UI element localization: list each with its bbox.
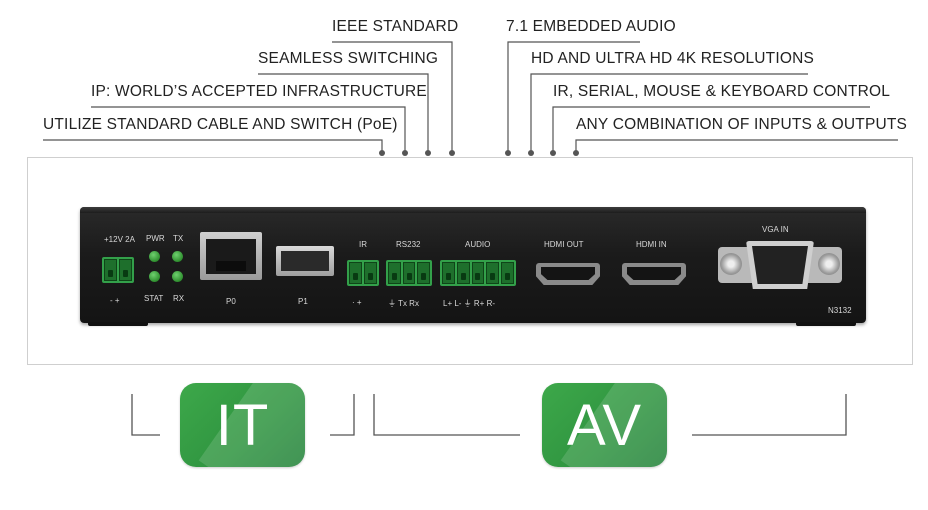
rj45-port-icon — [200, 232, 262, 280]
device-foot-left — [88, 322, 148, 326]
device-foot-right — [796, 322, 856, 326]
model-number: N3132 — [828, 306, 852, 315]
rs232-terminal — [386, 260, 432, 286]
hdmi-out-label: HDMI OUT — [544, 240, 584, 249]
sfp-port-icon — [276, 246, 334, 276]
device-top-rim — [80, 207, 866, 213]
callout-ieee-standard: IEEE STANDARD — [332, 18, 459, 35]
hdmi-out-port-icon — [536, 263, 600, 285]
av-badge-label: AV — [566, 392, 643, 458]
stat-led-icon — [149, 271, 160, 282]
it-badge: IT — [180, 383, 305, 467]
p1-label: P1 — [298, 297, 308, 306]
rx-label: RX — [173, 294, 185, 303]
power-label: +12V 2A — [104, 235, 135, 244]
hdmi-in-port-icon — [622, 263, 686, 285]
power-pin-labels: - + — [110, 296, 120, 305]
callout-seamless-switching: SEAMLESS SWITCHING — [258, 50, 439, 67]
it-badge-label: IT — [215, 392, 270, 458]
ir-terminal — [347, 260, 379, 286]
p0-label: P0 — [226, 297, 236, 306]
tx-label: TX — [173, 234, 184, 243]
rx-led-icon — [172, 271, 183, 282]
rs232-label: RS232 — [396, 240, 421, 249]
callout-ip-infrastructure: IP: WORLD’S ACCEPTED INFRASTRUCTURE — [91, 83, 427, 100]
grouping-brackets — [131, 394, 847, 436]
ir-label: IR — [359, 240, 367, 249]
pwr-led-icon — [149, 251, 160, 262]
pwr-label: PWR — [146, 234, 165, 243]
callout-control: IR, SERIAL, MOUSE & KEYBOARD CONTROL — [553, 83, 891, 100]
callout-71-embedded-audio: 7.1 EMBEDDED AUDIO — [506, 18, 676, 35]
callout-utilize-standard-cable: UTILIZE STANDARD CABLE AND SWITCH (PoE) — [43, 116, 398, 133]
audio-terminal — [440, 260, 516, 286]
callout-leader-lines — [43, 41, 898, 156]
audio-pin-labels: L+ L- ⏚ R+ R- — [443, 299, 496, 308]
callout-any-combination: ANY COMBINATION OF INPUTS & OUTPUTS — [576, 116, 908, 133]
vga-port-icon — [718, 237, 842, 295]
ir-pin-labels: · + — [352, 298, 362, 307]
vga-in-label: VGA IN — [762, 225, 789, 234]
power-terminal — [102, 257, 134, 283]
tx-led-icon — [172, 251, 183, 262]
callout-hd-4k-resolutions: HD AND ULTRA HD 4K RESOLUTIONS — [531, 50, 815, 67]
audio-label: AUDIO — [465, 240, 491, 249]
rs232-pin-labels: ⏚ Tx Rx — [388, 299, 419, 308]
stat-label: STAT — [144, 294, 164, 303]
hdmi-in-label: HDMI IN — [636, 240, 667, 249]
av-badge: AV — [542, 383, 667, 467]
